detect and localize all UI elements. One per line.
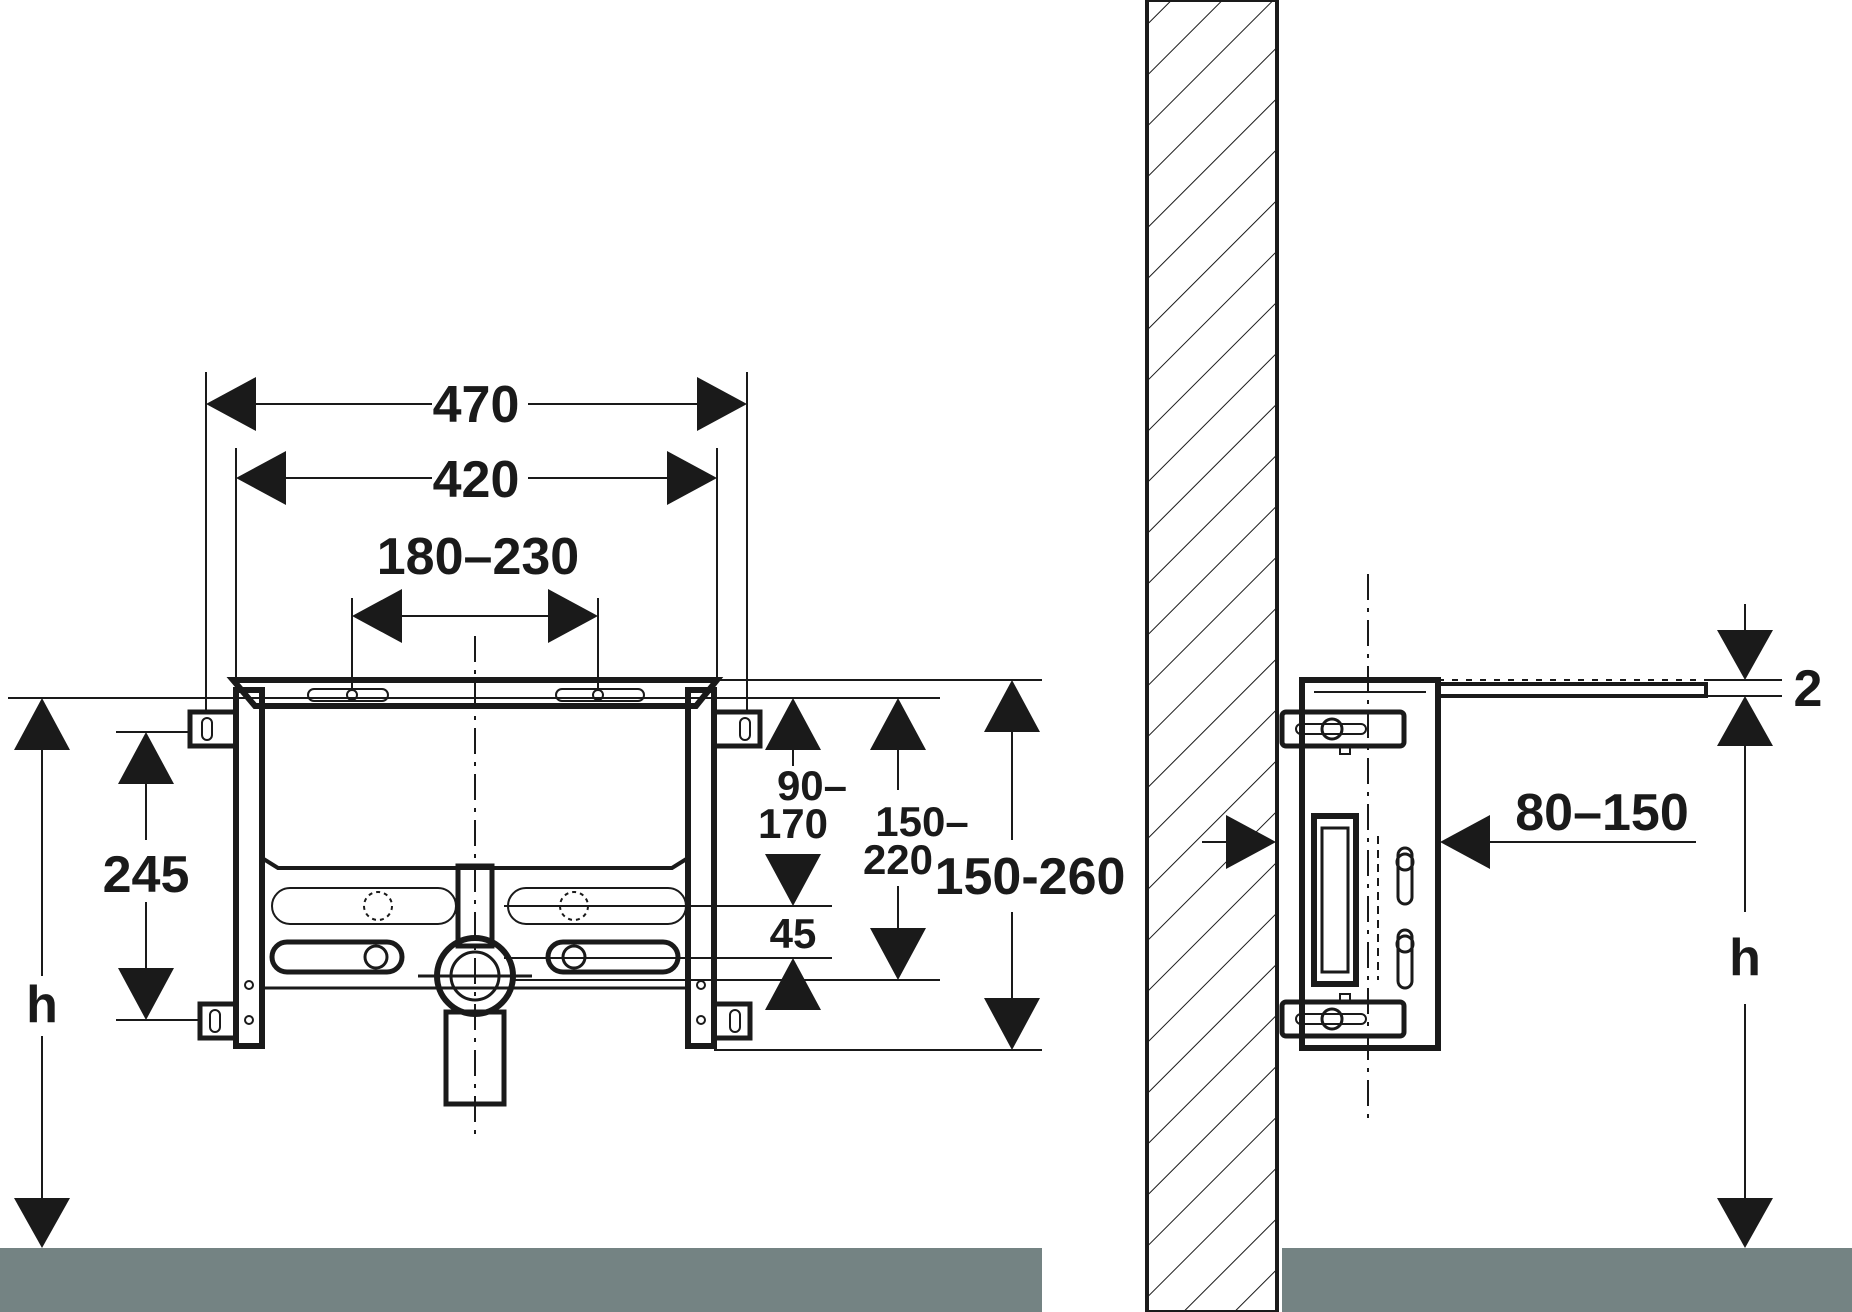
frame-right-post bbox=[685, 687, 717, 1049]
dim-outer-range: 150-260 bbox=[935, 848, 1126, 906]
bracket-bottom-left bbox=[197, 1001, 239, 1041]
wall-section bbox=[1145, 0, 1279, 1312]
dim-height-front: h bbox=[26, 976, 58, 1034]
dim-depth: 80–150 bbox=[1515, 784, 1689, 842]
bracket-top-left bbox=[187, 709, 239, 749]
dim-outlet-spacing: 180–230 bbox=[377, 528, 579, 586]
dim-frame-width: 420 bbox=[433, 451, 520, 509]
dim-overall-width: 470 bbox=[433, 376, 520, 434]
side-bracket-bottom bbox=[1279, 993, 1407, 1039]
floor-right bbox=[1282, 1248, 1852, 1312]
side-valves bbox=[1377, 836, 1415, 990]
side-bracket-top bbox=[1279, 709, 1407, 755]
dim-lower-offset: 45 bbox=[770, 910, 817, 957]
bracket-bottom-right bbox=[711, 1001, 753, 1041]
dim-upper-range-1: 90– bbox=[777, 762, 847, 809]
dim-mount-height: 245 bbox=[103, 846, 190, 904]
dim-mid-range-1: 150– bbox=[875, 798, 968, 845]
frame-left-post bbox=[233, 687, 265, 1049]
dim-upper-range-2: 170 bbox=[758, 800, 828, 847]
side-frame bbox=[1299, 677, 1441, 1051]
bracket-top-right bbox=[711, 709, 763, 749]
floor-left bbox=[0, 1248, 1042, 1312]
dim-top-offset: 2 bbox=[1794, 660, 1823, 718]
side-view: 80–150 2 h bbox=[1202, 574, 1822, 1248]
dim-mid-range-2: 220 bbox=[863, 836, 933, 883]
front-view: 470 420 180–230 h 245 90– 170 45 bbox=[8, 372, 1125, 1248]
dim-height-side: h bbox=[1729, 929, 1761, 987]
top-plate bbox=[1436, 682, 1708, 698]
